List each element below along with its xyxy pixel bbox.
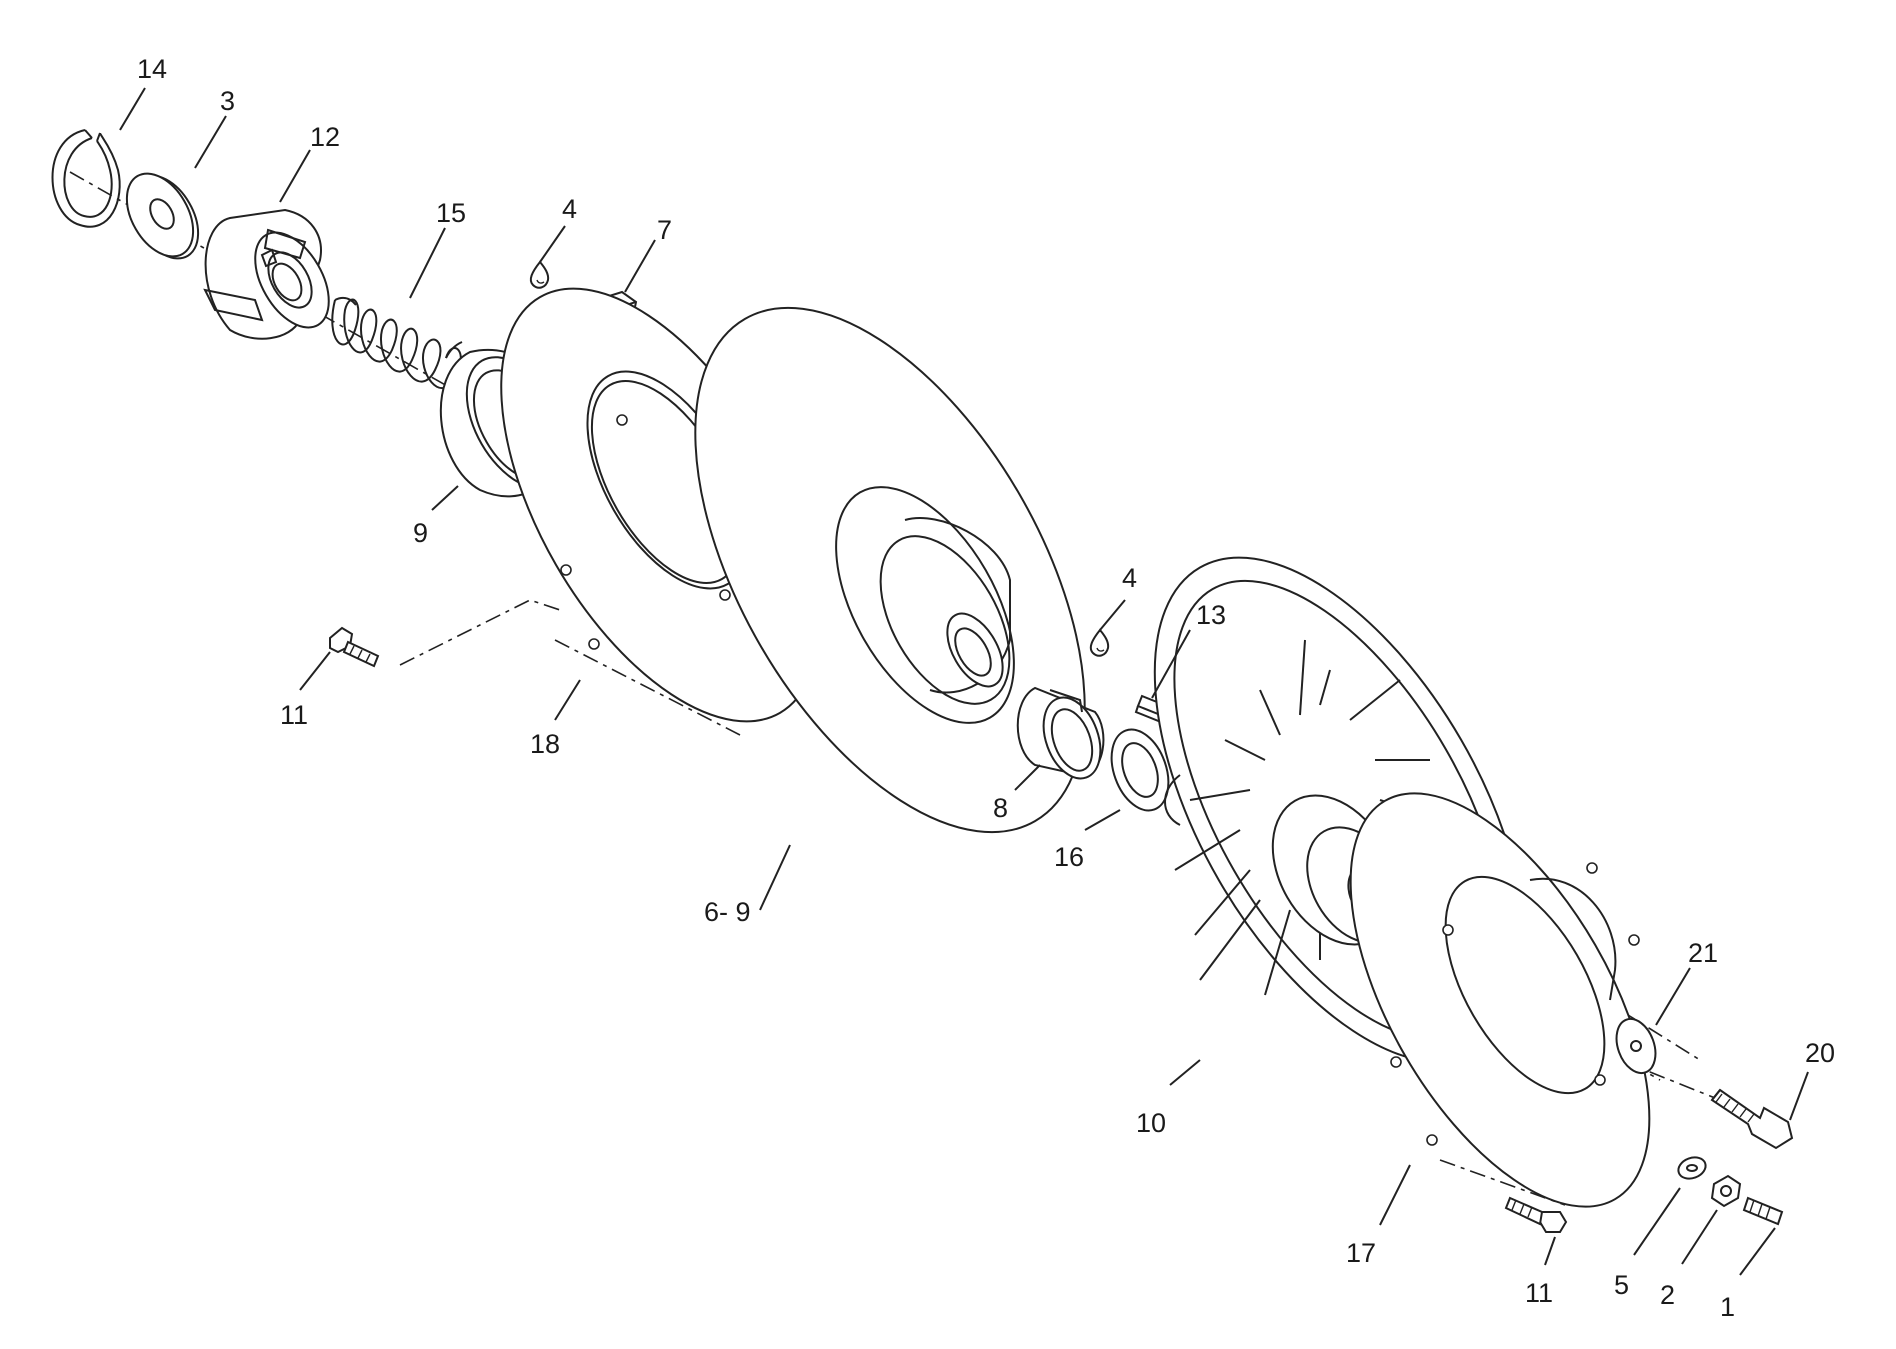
washer-21 (1615, 1017, 1657, 1075)
washer-3 (125, 172, 200, 260)
callout-7: 7 (657, 215, 672, 245)
outer-plate-17 (1349, 792, 1651, 1208)
sliding-sheave-6-9 (694, 306, 1086, 834)
cam-12 (203, 208, 330, 340)
callout-11b: 11 (1525, 1278, 1553, 1308)
callout-8: 8 (993, 793, 1008, 823)
callout-10: 10 (1136, 1108, 1166, 1138)
grease-icon-4a (529, 260, 550, 289)
washer-16 (1110, 728, 1170, 812)
callout-4b: 4 (1122, 563, 1137, 593)
callout-2: 2 (1660, 1280, 1675, 1310)
leader-lines (119, 87, 1809, 1276)
washer-5 (1677, 1156, 1707, 1180)
bolt-20 (1710, 1088, 1794, 1150)
callout-5: 5 (1614, 1270, 1629, 1300)
screw-11b (1504, 1196, 1568, 1233)
set-screw-1 (1742, 1196, 1784, 1226)
callout-12: 12 (310, 122, 340, 152)
callout-18: 18 (530, 729, 560, 759)
callout-11a: 11 (280, 700, 308, 730)
spring-15 (331, 296, 463, 390)
callout-labels: 14 3 12 15 4 7 9 11 18 6- 9 4 13 8 16 10… (137, 54, 1835, 1322)
callout-17: 17 (1346, 1238, 1376, 1268)
callout-13: 13 (1196, 600, 1226, 630)
callout-6-9: 6- 9 (704, 897, 751, 927)
grease-icon-4b (1089, 628, 1110, 657)
callout-9: 9 (413, 518, 428, 548)
callout-4a: 4 (562, 194, 577, 224)
callout-20: 20 (1805, 1038, 1835, 1068)
snap-ring-14 (51, 129, 121, 228)
screw-11a (329, 626, 380, 668)
nut-2 (1710, 1174, 1742, 1208)
callout-14: 14 (137, 54, 167, 84)
sleeve-8 (1016, 686, 1105, 780)
callout-3: 3 (220, 86, 235, 116)
callout-1: 1 (1720, 1292, 1735, 1322)
callout-21: 21 (1688, 938, 1718, 968)
callout-15: 15 (436, 198, 466, 228)
callout-16: 16 (1054, 842, 1084, 872)
